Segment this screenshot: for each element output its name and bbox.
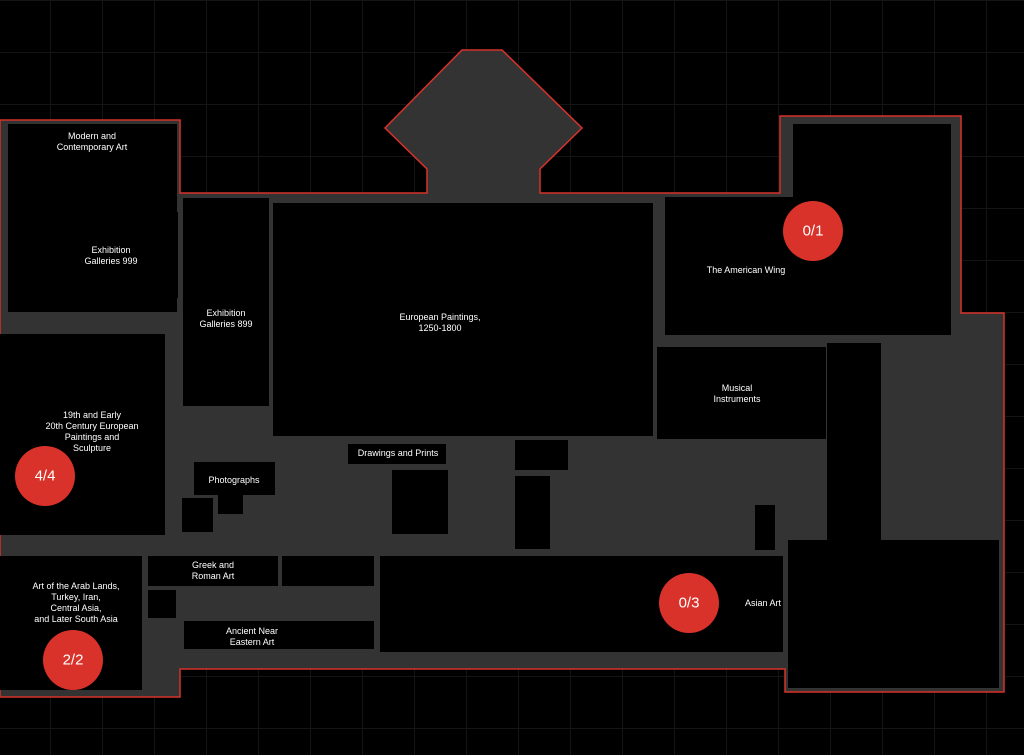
gallery-label-line: Contemporary Art bbox=[57, 142, 128, 152]
svg-text:Photographs: Photographs bbox=[208, 475, 260, 485]
gallery-label-line: Galleries 899 bbox=[199, 319, 252, 329]
svg-text:Drawings and Prints: Drawings and Prints bbox=[358, 448, 439, 458]
gallery-label-line: Instruments bbox=[713, 394, 761, 404]
gallery-label-line: Paintings and bbox=[65, 432, 120, 442]
gallery-european-paintings[interactable]: European Paintings,1250-1800 bbox=[399, 312, 480, 333]
progress-badge-19th-century[interactable]: 4/4 bbox=[15, 446, 75, 506]
gallery-label-line: Musical bbox=[722, 383, 753, 393]
gallery-asian-art[interactable]: Asian Art bbox=[745, 598, 782, 608]
gallery-label-line: Photographs bbox=[208, 475, 260, 485]
gallery-label-line: Eastern Art bbox=[230, 637, 275, 647]
gallery-label-line: Sculpture bbox=[73, 443, 111, 453]
gallery-label-line: Art of the Arab Lands, bbox=[32, 581, 119, 591]
badge-count: 4/4 bbox=[35, 468, 56, 485]
gallery-american-wing[interactable]: The American Wing bbox=[707, 265, 786, 275]
gallery-label-line: 19th and Early bbox=[63, 410, 122, 420]
svg-text:Art of the Arab Lands,Turkey,: Art of the Arab Lands,Turkey, Iran,Centr… bbox=[32, 581, 119, 624]
gallery-label-line: Drawings and Prints bbox=[358, 448, 439, 458]
svg-text:European Paintings,1250-1800: European Paintings,1250-1800 bbox=[399, 312, 480, 333]
gallery-label-line: Asian Art bbox=[745, 598, 782, 608]
room-shapes bbox=[0, 124, 999, 690]
gallery-drawings-prints[interactable]: Drawings and Prints bbox=[358, 448, 439, 458]
gallery-arab-lands[interactable]: Art of the Arab Lands,Turkey, Iran,Centr… bbox=[32, 581, 119, 624]
gallery-label-line: Central Asia, bbox=[50, 603, 101, 613]
gallery-label-line: Turkey, Iran, bbox=[51, 592, 101, 602]
gallery-label-line: 20th Century European bbox=[45, 421, 138, 431]
gallery-label-line: Roman Art bbox=[192, 571, 235, 581]
gallery-photographs[interactable]: Photographs bbox=[208, 475, 260, 485]
gallery-label-line: European Paintings, bbox=[399, 312, 480, 322]
progress-badge-asian-art[interactable]: 0/3 bbox=[659, 573, 719, 633]
gallery-label-line: 1250-1800 bbox=[418, 323, 461, 333]
gallery-label-line: Exhibition bbox=[206, 308, 245, 318]
gallery-label-line: Modern and bbox=[68, 131, 116, 141]
progress-badge-american-wing[interactable]: 0/1 bbox=[783, 201, 843, 261]
gallery-label-line: Greek and bbox=[192, 560, 234, 570]
gallery-label-line: Exhibition bbox=[91, 245, 130, 255]
gallery-label-line: Galleries 999 bbox=[84, 256, 137, 266]
svg-text:Asian Art: Asian Art bbox=[745, 598, 782, 608]
badge-count: 2/2 bbox=[63, 652, 84, 669]
gallery-label-line: and Later South Asia bbox=[34, 614, 118, 624]
gallery-label-line: Ancient Near bbox=[226, 626, 278, 636]
gallery-label-line: The American Wing bbox=[707, 265, 786, 275]
progress-badge-arab-lands[interactable]: 2/2 bbox=[43, 630, 103, 690]
svg-text:The American Wing: The American Wing bbox=[707, 265, 786, 275]
badge-count: 0/3 bbox=[679, 595, 700, 612]
badge-count: 0/1 bbox=[803, 223, 824, 240]
